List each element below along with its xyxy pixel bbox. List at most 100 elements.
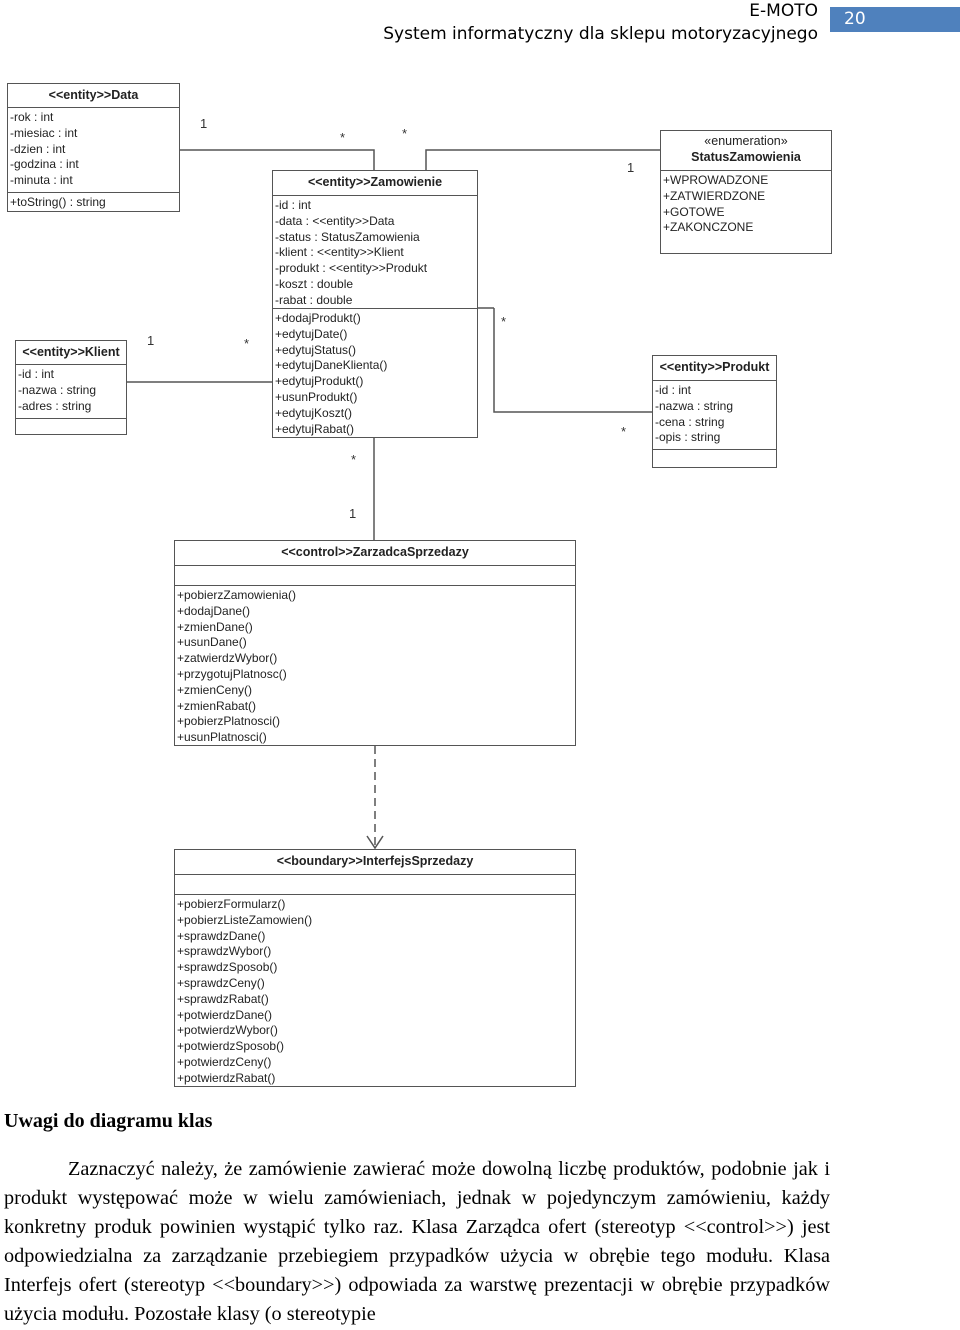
methods-section: +pobierzZamowienia() +dodajDane() +zmien… [175, 586, 575, 748]
attribute: -klient : <<entity>>Klient [275, 245, 404, 260]
method: +zmienDane() [177, 619, 253, 634]
multiplicity-klient-one: 1 [147, 333, 155, 348]
class-zarzadca-sprzedazy: <<control>>ZarzadcaSprzedazy +pobierzZam… [174, 540, 576, 746]
method: +sprawdzSposob() [177, 960, 278, 975]
attributes-section: -rok : int -miesiac : int -dzien : int -… [8, 108, 179, 193]
method: +pobierzListeZamowien() [177, 912, 313, 927]
attribute: -status : StatusZamowienia [275, 229, 420, 244]
attribute: -rok : int [10, 110, 54, 124]
method: +edytujKoszt() [275, 405, 353, 420]
class-title: <<entity>>Data [8, 84, 179, 108]
class-produkt: <<entity>>Produkt -id : int -nazwa : str… [652, 355, 777, 468]
class-title: <<control>>ZarzadcaSprzedazy [175, 541, 575, 566]
methods-section: +toString() : string [8, 193, 179, 213]
assoc-zamowienie-produkt [493, 308, 654, 413]
method: +edytujDate() [275, 326, 348, 341]
attributes-section [175, 875, 575, 895]
method: +edytujRabat() [275, 421, 355, 436]
attribute: -miesiac : int [10, 125, 78, 140]
document-title: E-MOTO [749, 1, 818, 21]
method: +sprawdzDane() [177, 928, 266, 943]
enum-status-zamowienia: «enumeration» StatusZamowienia +WPROWADZ… [660, 130, 832, 254]
assoc-zamowienie-status [425, 149, 662, 170]
method: +przygotujPlatnosc() [177, 666, 287, 681]
multiplicity-zamowienie-produkt: * [501, 314, 507, 329]
association-lines [127, 149, 662, 850]
method: +usunProdukt() [275, 389, 358, 404]
attribute: -adres : string [18, 398, 92, 413]
multiplicity-zamowienie-status: * [402, 126, 408, 141]
methods-section [16, 419, 126, 423]
method: +edytujDaneKlienta() [275, 358, 388, 373]
class-title: <<entity>>Klient [16, 341, 126, 365]
attribute: -data : <<entity>>Data [275, 213, 395, 228]
method: +usunDane() [177, 635, 247, 650]
attribute: -id : int [655, 383, 692, 397]
class-title: <<entity>>Produkt [653, 356, 776, 381]
multiplicity-produkt: * [621, 424, 627, 439]
methods-section [653, 450, 776, 454]
attribute: -dzien : int [10, 141, 66, 156]
method: +sprawdzWybor() [177, 944, 272, 959]
enum-literal: +GOTOWE [663, 204, 725, 219]
attribute: -opis : string [655, 430, 721, 445]
dependency-arrowhead [366, 835, 384, 850]
method: +dodajDane() [177, 603, 251, 618]
page-header: E-MOTO System informatyczny dla sklepu m… [383, 0, 818, 45]
attribute: -id : int [18, 367, 55, 381]
class-title: <<entity>>Zamowienie [273, 171, 477, 196]
document-subtitle: System informatyczny dla sklepu motoryza… [383, 24, 818, 44]
attribute: -nazwa : string [18, 382, 97, 397]
multiplicity-zarzadca-one: 1 [349, 506, 357, 521]
body-paragraph: Zaznaczyć należy, że zamówienie zawierać… [4, 1158, 830, 1326]
literals-section: +WPROWADZONE +ZATWIERDZONE +GOTOWE +ZAKO… [661, 171, 831, 238]
enum-name: StatusZamowienia [691, 150, 801, 164]
attribute: -rabat : double [275, 292, 353, 307]
assoc-data-zamowienie [180, 149, 375, 170]
attribute: -minuta : int [10, 173, 73, 188]
attributes-section: -id : int -nazwa : string -adres : strin… [16, 365, 126, 419]
method: +edytujStatus() [275, 342, 357, 357]
methods-section: +dodajProdukt() +edytujDate() +edytujSta… [273, 309, 477, 439]
class-diagram: <<entity>>Data -rok : int -miesiac : int… [0, 70, 960, 1100]
methods-section: +pobierzFormularz() +pobierzListeZamowie… [175, 895, 575, 1089]
method: +potwierdzRabat() [177, 1070, 276, 1085]
attribute: -koszt : double [275, 276, 354, 291]
method: +potwierdzSposob() [177, 1039, 285, 1054]
method: +zatwierdzWybor() [177, 651, 278, 666]
class-zamowienie: <<entity>>Zamowienie -id : int -data : <… [272, 170, 478, 438]
enum-literal: +ZAKONCZONE [663, 220, 754, 235]
enum-literal: +ZATWIERDZONE [663, 188, 766, 203]
method: +toString() : string [10, 195, 106, 209]
class-title: <<boundary>>InterfejsSprzedazy [175, 850, 575, 875]
enum-stereotype: «enumeration» [704, 134, 788, 148]
multiplicity-data-one: 1 [200, 116, 208, 131]
method: +pobierzZamowienia() [177, 588, 297, 602]
attributes-section [175, 566, 575, 586]
attribute: -produkt : <<entity>>Produkt [275, 261, 428, 276]
class-interfejs-sprzedazy: <<boundary>>InterfejsSprzedazy +pobierzF… [174, 849, 576, 1087]
attribute: -cena : string [655, 414, 725, 429]
attributes-section: -id : int -nazwa : string -cena : string… [653, 381, 776, 450]
method: +edytujProdukt() [275, 374, 364, 389]
page-number-badge: 20 [830, 7, 960, 32]
attribute: -nazwa : string [655, 398, 734, 413]
method: +pobierzFormularz() [177, 897, 286, 911]
enum-title: «enumeration» StatusZamowienia [661, 131, 831, 171]
section-heading: Uwagi do diagramu klas [4, 1110, 213, 1132]
method: +potwierdzWybor() [177, 1023, 278, 1038]
method: +usunPlatnosci() [177, 730, 267, 745]
attributes-section: -id : int -data : <<entity>>Data -status… [273, 196, 477, 309]
method: +dodajProdukt() [275, 311, 361, 325]
method: +potwierdzDane() [177, 1007, 273, 1022]
method: +zmienCeny() [177, 682, 253, 697]
multiplicity-zamowienie-data: * [340, 130, 346, 145]
enum-literal: +WPROWADZONE [663, 173, 769, 187]
multiplicity-zamowienie-zarzadca: * [351, 452, 357, 467]
class-klient: <<entity>>Klient -id : int -nazwa : stri… [15, 340, 127, 435]
attribute: -id : int [275, 198, 312, 212]
method: +pobierzPlatnosci() [177, 714, 281, 729]
method: +potwierdzCeny() [177, 1054, 272, 1069]
method: +zmienRabat() [177, 698, 257, 713]
attribute: -godzina : int [10, 157, 79, 172]
